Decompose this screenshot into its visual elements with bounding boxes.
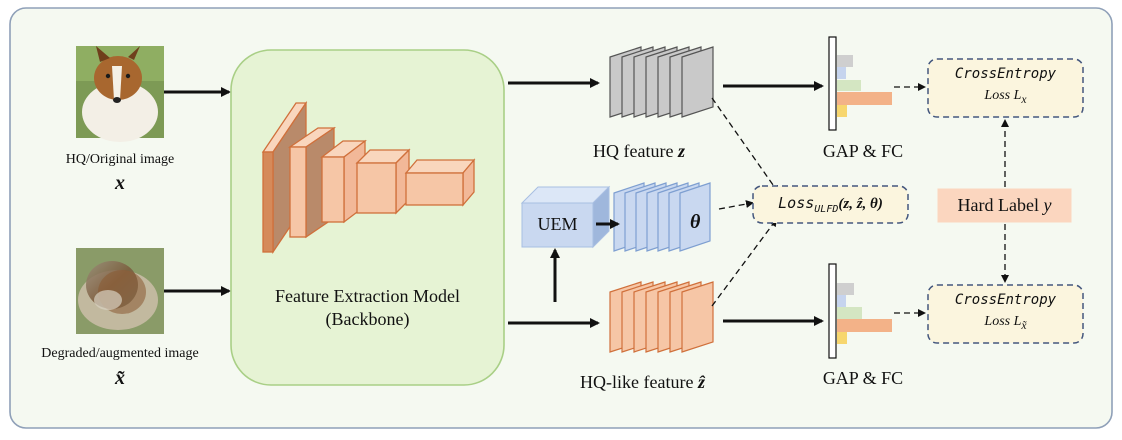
ce-bottom-loss-subscript: x̃ (1021, 318, 1027, 332)
loss-ulfd-subscript: ULFD (814, 204, 839, 215)
hq-feature-label: HQ feature z (593, 141, 685, 162)
hq-like-feature-text: HQ-like feature (580, 372, 694, 392)
theta-symbol: θ (690, 211, 701, 233)
hard-label-symbol: y (1043, 195, 1052, 215)
gap-fc-top-bars (828, 36, 892, 131)
backbone-layers (261, 100, 476, 255)
degraded-image-caption: Degraded/augmented image (41, 346, 199, 361)
ce-top-loss-subscript: x (1021, 92, 1027, 106)
hard-label-text: Hard Label y (938, 195, 1071, 216)
ce-bottom-line1: CrossEntropy (954, 292, 1057, 308)
loss-ulfd-args: (z, ẑ, θ) (838, 196, 883, 212)
hard-label-box (937, 188, 1072, 223)
ce-top-loss-symbol: L (1013, 88, 1022, 103)
uem-label: UEM (537, 214, 578, 234)
ce-bottom-loss-symbol: L (1013, 314, 1022, 329)
loss-ulfd-box (752, 185, 909, 224)
ce-bottom-line2: Loss Lx̃ (928, 314, 1083, 332)
gap-fc-bottom-label: GAP & FC (822, 368, 904, 388)
feature-plate (681, 281, 714, 353)
ce-top-loss-word: Loss (984, 88, 1011, 103)
ce-top-line2: Loss Lx (928, 88, 1083, 106)
hq-like-feature-symbol: ẑ (697, 372, 705, 392)
original-image (76, 46, 164, 142)
loss-ulfd-prefix: Loss (778, 194, 815, 212)
hard-label-word: Hard Label (957, 195, 1039, 215)
hq-feature-text: HQ feature (593, 141, 674, 161)
degraded-image-symbol: x̃ (115, 367, 125, 389)
backbone-title: Feature Extraction Model (275, 286, 460, 306)
original-image-caption: HQ/Original image (65, 152, 175, 167)
uem-block (520, 185, 611, 249)
hq-like-feature-stack (609, 281, 714, 353)
loss-ulfd-label: LossULFD(z, ẑ, θ) (753, 194, 908, 215)
ce-loss-top-box (927, 58, 1084, 118)
dashed-hq-to-ulfd (711, 97, 780, 194)
feature-plate (681, 46, 714, 118)
ce-loss-bottom-box (927, 284, 1084, 344)
ce-bottom-loss-word: Loss (984, 314, 1011, 329)
ce-top-line1: CrossEntropy (954, 66, 1057, 82)
backbone-subtitle: (Backbone) (325, 309, 410, 329)
hq-feature-symbol: z (677, 141, 685, 161)
gap-fc-top-label: GAP & FC (822, 141, 904, 161)
original-image-symbol: x (115, 172, 125, 194)
dashed-theta-to-ulfd (718, 200, 754, 210)
dashed-hqlike-to-ulfd (711, 218, 778, 307)
theta-feature-stack (613, 182, 711, 252)
hq-feature-stack (609, 46, 714, 118)
gap-fc-bottom-bars (828, 263, 892, 359)
feature-plate (679, 182, 711, 252)
hq-like-feature-label: HQ-like feature ẑ (580, 372, 705, 393)
degraded-image (76, 248, 164, 334)
